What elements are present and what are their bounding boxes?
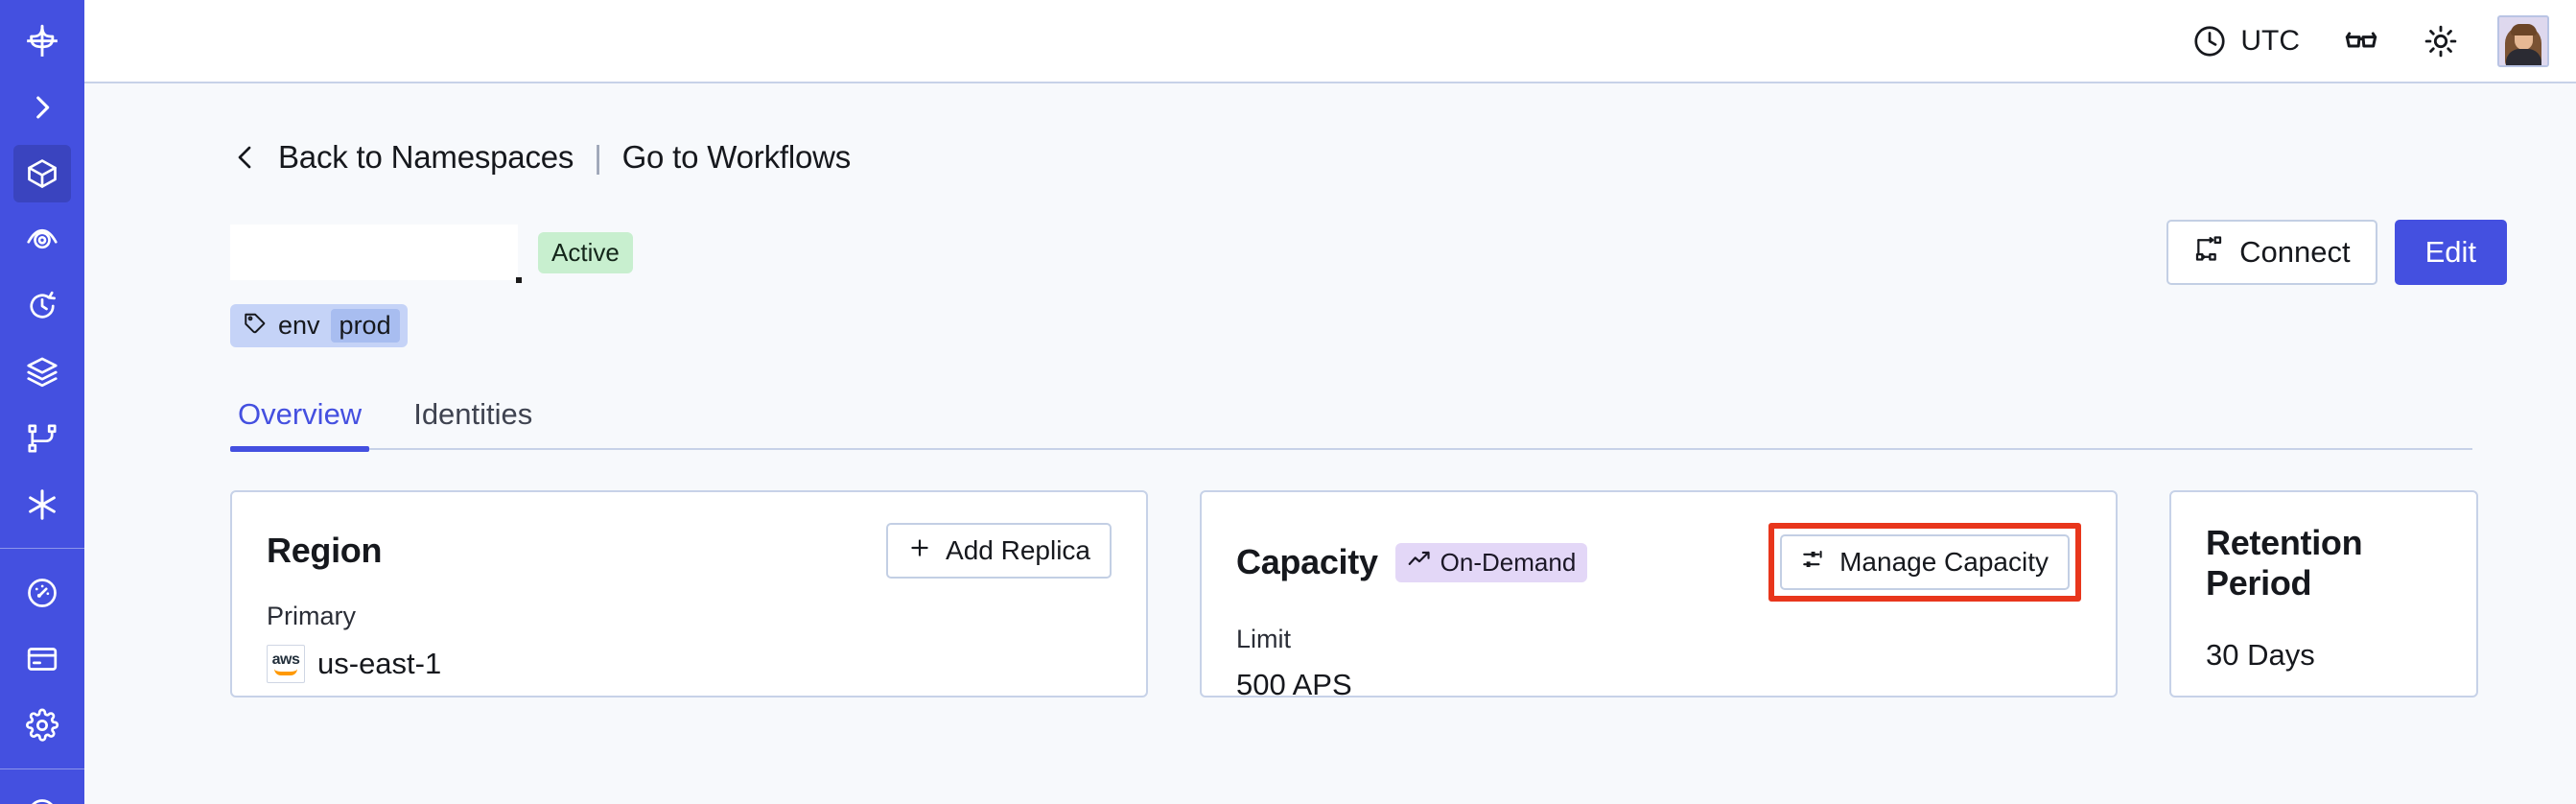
capacity-card-header: Capacity On-Demand bbox=[1236, 523, 2081, 602]
region-card-title: Region bbox=[267, 531, 383, 570]
capacity-mode-badge: On-Demand bbox=[1394, 542, 1588, 582]
sliders-icon bbox=[1801, 547, 1826, 579]
sidebar-item-namespaces[interactable] bbox=[13, 145, 71, 202]
namespace-title-row: Active bbox=[230, 220, 2507, 285]
manage-capacity-button[interactable]: Manage Capacity bbox=[1780, 534, 2070, 590]
overview-cards: Region Add Replica bbox=[230, 490, 2507, 701]
sidebar-logo[interactable] bbox=[13, 12, 71, 71]
plus-icon bbox=[907, 535, 932, 567]
connect-flow-icon bbox=[2193, 233, 2224, 272]
retention-card-title: Retention Period bbox=[2206, 523, 2363, 603]
sidebar-item-billing[interactable] bbox=[13, 630, 71, 688]
sidebar-item-help[interactable] bbox=[13, 785, 71, 804]
sidebar-item-settings[interactable] bbox=[13, 697, 71, 754]
capacity-card-title: Capacity bbox=[1236, 542, 1378, 581]
tab-overview-label: Overview bbox=[238, 397, 363, 431]
edit-button[interactable]: Edit bbox=[2394, 220, 2507, 285]
gauge-icon bbox=[25, 576, 59, 610]
tag-key: env bbox=[278, 311, 320, 340]
region-primary-label: Primary bbox=[267, 602, 356, 630]
main-content: Back to Namespaces | Go to Workflows Act… bbox=[84, 83, 2576, 804]
clock-icon bbox=[2191, 23, 2228, 59]
retention-card-header: Retention Period bbox=[2206, 523, 2442, 603]
sidebar-item-workflows[interactable] bbox=[13, 410, 71, 467]
chevron-right-icon bbox=[26, 91, 59, 124]
theme-toggle-button[interactable] bbox=[2401, 12, 2480, 70]
aws-logo-icon: aws bbox=[267, 645, 305, 683]
tab-overview[interactable]: Overview bbox=[230, 397, 370, 452]
add-replica-label: Add Replica bbox=[946, 535, 1090, 565]
retention-value: 30 Days bbox=[2206, 638, 2315, 672]
help-circle-icon bbox=[25, 796, 59, 804]
reading-mode-button[interactable] bbox=[2321, 12, 2401, 70]
sidebar-item-integrations[interactable] bbox=[13, 476, 71, 533]
sidebar bbox=[0, 0, 84, 804]
aws-logo-text: aws bbox=[271, 651, 300, 668]
capacity-limit-label: Limit bbox=[1236, 625, 1292, 653]
breadcrumb-back-link[interactable]: Back to Namespaces bbox=[278, 139, 574, 175]
avatar-body bbox=[2506, 48, 2541, 65]
chevron-left-icon[interactable] bbox=[230, 142, 261, 173]
region-primary-value-row: aws us-east-1 bbox=[267, 645, 1112, 683]
connect-button[interactable]: Connect bbox=[2166, 220, 2377, 285]
breadcrumb: Back to Namespaces | Go to Workflows bbox=[230, 139, 2507, 176]
add-replica-button[interactable]: Add Replica bbox=[886, 523, 1112, 579]
namespace-tag[interactable]: env prod bbox=[230, 304, 408, 347]
gear-icon bbox=[25, 708, 59, 743]
breadcrumb-workflows-link[interactable]: Go to Workflows bbox=[621, 139, 852, 175]
layers-icon bbox=[25, 355, 59, 390]
breadcrumb-separator: | bbox=[594, 139, 602, 175]
tag-row: env prod bbox=[230, 304, 2507, 347]
tab-bar: Overview Identities bbox=[230, 397, 2472, 452]
credit-card-icon bbox=[25, 642, 59, 676]
sun-icon bbox=[2423, 23, 2459, 59]
sidebar-item-history[interactable] bbox=[13, 277, 71, 335]
manage-capacity-label: Manage Capacity bbox=[1839, 547, 2049, 577]
connect-button-label: Connect bbox=[2239, 235, 2351, 269]
sidebar-item-usage[interactable] bbox=[13, 564, 71, 622]
tab-identities-label: Identities bbox=[413, 397, 533, 431]
region-value: us-east-1 bbox=[317, 647, 442, 680]
topbar: UTC bbox=[84, 0, 2576, 83]
timezone-selector[interactable]: UTC bbox=[2170, 12, 2321, 70]
capacity-card-action: Manage Capacity bbox=[1768, 523, 2081, 602]
capacity-limit-value: 500 APS bbox=[1236, 668, 1352, 701]
trending-up-icon bbox=[1407, 547, 1432, 579]
title-cursor-artifact bbox=[516, 277, 522, 283]
eye-icon bbox=[25, 223, 59, 257]
edit-button-label: Edit bbox=[2424, 235, 2476, 269]
region-card: Region Add Replica bbox=[230, 490, 1148, 698]
region-card-action: Add Replica bbox=[886, 523, 1112, 579]
manage-capacity-highlight: Manage Capacity bbox=[1768, 523, 2081, 602]
status-badge: Active bbox=[538, 231, 633, 273]
capacity-card: Capacity On-Demand bbox=[1200, 490, 2118, 701]
avatar-hair-front bbox=[2511, 23, 2537, 35]
retention-card: Retention Period 30 Days bbox=[2169, 490, 2478, 698]
tag-icon bbox=[243, 310, 268, 342]
sparkle-logo-icon bbox=[23, 22, 61, 60]
glasses-icon bbox=[2342, 22, 2380, 60]
timezone-label: UTC bbox=[2240, 24, 2300, 57]
topbar-actions: UTC bbox=[2170, 12, 2549, 70]
aws-swoosh bbox=[274, 669, 297, 675]
clock-rewind-icon bbox=[25, 289, 59, 323]
tag-value: prod bbox=[330, 309, 400, 343]
git-branch-icon bbox=[25, 421, 59, 456]
sidebar-item-observability[interactable] bbox=[13, 211, 71, 269]
capacity-mode-label: On-Demand bbox=[1440, 547, 1577, 577]
asterisk-icon bbox=[24, 486, 60, 523]
avatar[interactable] bbox=[2497, 14, 2549, 67]
cube-icon bbox=[25, 156, 59, 191]
sidebar-item-layers[interactable] bbox=[13, 343, 71, 401]
sidebar-item-expand[interactable] bbox=[13, 79, 71, 136]
header-actions: Connect Edit bbox=[2166, 220, 2507, 285]
tab-identities[interactable]: Identities bbox=[406, 397, 540, 448]
right-pane: UTC bbox=[84, 0, 2576, 804]
page-title bbox=[230, 225, 518, 280]
region-card-header: Region Add Replica bbox=[267, 523, 1112, 579]
sidebar-divider-top bbox=[0, 548, 84, 549]
